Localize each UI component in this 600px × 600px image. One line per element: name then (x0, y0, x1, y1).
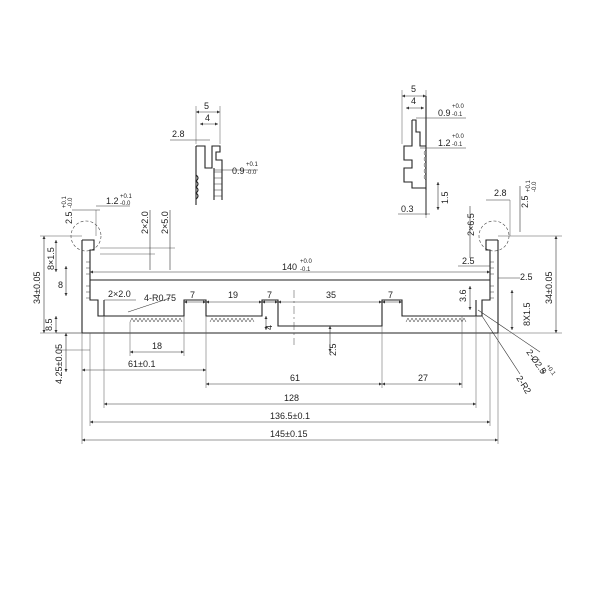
dim-128: 128 (284, 393, 299, 403)
dim-7-a: 7 (190, 290, 195, 300)
dim-1-2-left-top-tol-up: +0.1 (120, 194, 133, 200)
dim-2-5-right-b: 2.5 (520, 272, 533, 282)
dim-1-5-right-detail: 1.5 (440, 191, 450, 204)
detail-left-knurl (214, 171, 222, 197)
dim-61-01: 61±0.1 (128, 359, 155, 369)
detail-left-profile (195, 145, 223, 205)
dim-34-right: 34±0.05 (544, 272, 554, 304)
dim-136-5: 136.5±0.1 (270, 411, 310, 421)
dim-1-2-left-top: 1.2 (106, 196, 119, 206)
dim-2-5-left-top: 2.5 (64, 211, 74, 224)
dim-line-4-r0-75 (127, 297, 171, 313)
dim-35: 35 (326, 290, 336, 300)
dim-2-r2: 2-R2 (514, 374, 533, 396)
dim-0-9-left-tol-up: +0.1 (246, 162, 259, 168)
dim-0-9-right: 0.9 (438, 108, 451, 118)
dims-middle: 140 +0.0 -0.1 2×2.0 4-R0.75 7 19 7 35 7 … (44, 259, 490, 384)
dim-4-left: 4 (205, 113, 210, 123)
dim-27: 27 (418, 373, 428, 383)
dim-line-2-phi2-5 (477, 309, 541, 353)
dim-8-5: 8.5 (44, 318, 54, 331)
dim-4-small: 4 (264, 325, 274, 330)
main-right-grip-knurl (490, 261, 494, 299)
dim-2-5-left-top-tol-lo: -0.0 (68, 197, 74, 208)
main-outer-contour (81, 239, 499, 334)
dim-8x1-5-left: 8×1.5 (46, 247, 56, 270)
dim-140-tol-lo: -0.1 (300, 267, 311, 273)
main-left-grip-knurl (86, 261, 90, 299)
dim-2x6-5: 2×6.5 (466, 213, 476, 236)
detail-right-knurl (423, 149, 427, 181)
main-profile (70, 220, 510, 345)
dim-0-9-right-tol-up: +0.0 (452, 104, 465, 110)
dim-2-8-right-top: 2.8 (494, 188, 507, 198)
main-floor-knurl (129, 317, 467, 323)
dim-5-right: 5 (411, 84, 416, 94)
detail-view-left: 5 4 2.8 0.9 +0.1 -0.0 (170, 101, 259, 205)
dim-2x5-0: 2×5.0 (160, 211, 170, 234)
dim-4-right: 4 (411, 96, 416, 106)
detail-right-profile (403, 96, 427, 215)
dim-2-phi2-5-tol-lo: -0 (538, 368, 546, 376)
dim-3-6: 3.6 (458, 289, 468, 302)
dim-140-tol-up: +0.0 (300, 259, 313, 265)
dim-8-left: 8 (58, 280, 63, 290)
dim-1-2-right-tol-lo: -0.1 (452, 142, 463, 148)
dim-5-left: 5 (204, 101, 209, 111)
dim-line-2-r2 (481, 315, 521, 375)
dim-2-5-right-a: 2.5 (462, 256, 475, 266)
dim-0-3: 0.3 (401, 204, 414, 214)
dim-7-c: 7 (388, 290, 393, 300)
dim-19: 19 (228, 290, 238, 300)
dim-4-25: 4.25±0.05 (54, 344, 64, 384)
dim-0-9-left: 0.9 (232, 166, 245, 176)
dim-140: 140 (282, 262, 297, 272)
dim-2-5-right-top: 2.5 (520, 195, 530, 208)
dim-2x2-0-horiz: 2×2.0 (108, 289, 131, 299)
dims-bottom: 18 61±0.1 61 27 128 136.5±0.1 145±0.15 (81, 316, 499, 444)
dim-2-8-left: 2.8 (172, 129, 185, 139)
dim-61: 61 (290, 373, 300, 383)
dim-8x1-5-right: 8X1.5 (522, 302, 532, 326)
dim-18: 18 (152, 341, 162, 351)
detail-view-right: 5 4 0.9 +0.0 -0.1 1.2 +0.0 -0.1 0.3 1.5 (398, 84, 466, 218)
dim-2-5-right-top-tol-lo: -0.0 (532, 181, 538, 192)
dim-4-r0-75: 4-R0.75 (144, 293, 176, 303)
dim-0-9-left-tol-lo: -0.0 (246, 170, 257, 176)
dim-7-b: 7 (267, 290, 272, 300)
dim-1-2-right-tol-up: +0.0 (452, 134, 465, 140)
dim-145: 145±0.15 (270, 429, 307, 439)
dims-top-left: 2.5 +0.1 -0.0 1.2 +0.1 -0.0 2×2.0 2×5.0 … (32, 194, 175, 334)
dim-2-5-right-top-tol-up: +0.1 (526, 179, 532, 192)
dims-right: 2.8 2.5 +0.1 -0.0 2×6.5 2.5 2.5 3.6 8X1.… (458, 179, 562, 396)
dim-1-2-left-top-tol-lo: -0.0 (120, 201, 131, 207)
dim-1-2-right: 1.2 (438, 138, 451, 148)
main-inner-top (104, 299, 476, 327)
dim-2-5-mid: 2.5 (328, 343, 338, 356)
dim-2-5-left-top-tol-up: +0.1 (62, 195, 68, 208)
dim-2x2-0-vert: 2×2.0 (140, 211, 150, 234)
dim-34-left: 34±0.05 (32, 272, 42, 304)
dim-0-9-right-tol-lo: -0.1 (452, 112, 463, 118)
